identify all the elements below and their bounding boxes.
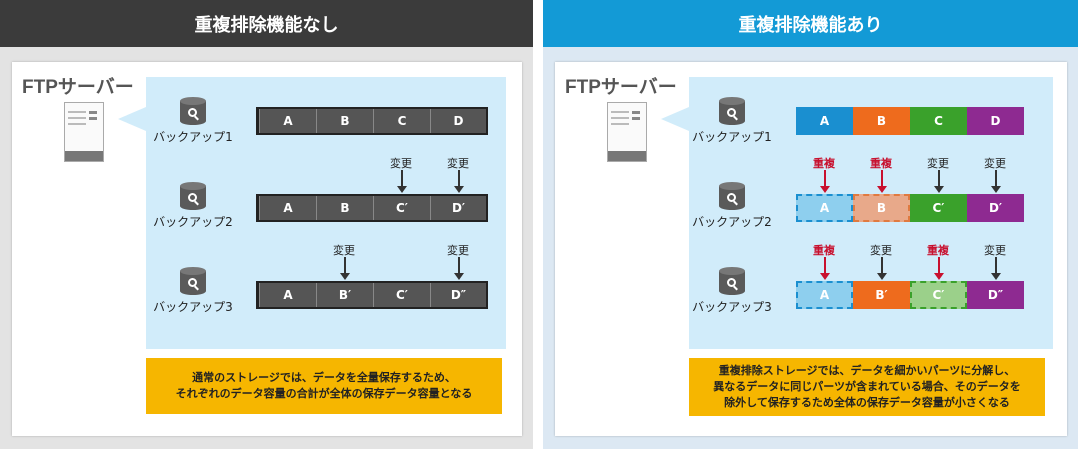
data-block-a-dedup: A (796, 281, 853, 309)
arrow-down-icon (877, 257, 887, 280)
note-line: それぞれのデータ容量の合計が全体の保存データ容量となる (175, 387, 473, 400)
data-block-b-dedup: B (853, 194, 910, 222)
backup-3: バックアップ3 (148, 267, 238, 315)
backup-3: バックアップ3 (687, 267, 777, 315)
ftp-server-label: FTPサーバー (22, 77, 134, 98)
data-block: C (373, 109, 430, 133)
panel-with-dedup: 重複排除機能あり FTPサーバー バックアップ1 バックアップ2 バックアップ3… (543, 0, 1078, 449)
data-block: B′ (316, 283, 373, 307)
data-block: B (316, 109, 373, 133)
diagram-card: FTPサーバー バックアップ1 バックアップ2 バックアップ3 A (12, 62, 522, 436)
note-line: 通常のストレージでは、データを全量保存するため、 (192, 371, 456, 384)
duplicate-label: 重複 (870, 157, 892, 170)
arrow-down-icon (820, 257, 830, 280)
data-block-a: A (796, 107, 853, 135)
note-line: 除外して保存するため全体の保存データ容量が小さくなる (724, 396, 1010, 409)
backup-label: バックアップ3 (153, 300, 233, 314)
duplicate-label: 重複 (927, 244, 949, 257)
arrow-down-icon (454, 257, 464, 280)
change-label: 変更 (984, 244, 1006, 257)
arrow-down-icon (934, 170, 944, 193)
data-block: D″ (430, 283, 486, 307)
backup-area: バックアップ1 バックアップ2 バックアップ3 A B C D 重複 重複 変更… (661, 77, 1053, 349)
arrow-down-icon (454, 170, 464, 193)
data-block: D (430, 109, 486, 133)
duplicate-label: 重複 (813, 244, 835, 257)
data-block: A (259, 196, 316, 220)
change-label: 変更 (333, 244, 355, 257)
backup-label: バックアップ3 (692, 300, 772, 314)
database-icon (719, 267, 745, 295)
change-label: 変更 (870, 244, 892, 257)
data-block-d-changed: D″ (967, 281, 1024, 309)
data-block-c: C (910, 107, 967, 135)
data-block-a-dedup: A (796, 194, 853, 222)
change-label: 変更 (447, 244, 469, 257)
data-block: B (316, 196, 373, 220)
explanation-note: 通常のストレージでは、データを全量保存するため、 それぞれのデータ容量の合計が全… (146, 358, 502, 414)
change-label: 変更 (984, 157, 1006, 170)
note-line: 異なるデータに同じパーツが含まれている場合、そのデータを (713, 380, 1021, 393)
data-block: D′ (430, 196, 486, 220)
arrow-down-icon (340, 257, 350, 280)
arrow-down-icon (934, 257, 944, 280)
panel-without-dedup: 重複排除機能なし FTPサーバー バックアップ1 バックアップ2 バックアップ3 (0, 0, 533, 449)
database-icon (180, 267, 206, 295)
backup-label: バックアップ2 (692, 215, 772, 229)
diagram-card: FTPサーバー バックアップ1 バックアップ2 バックアップ3 A B C (555, 62, 1067, 436)
data-block-b: B (853, 107, 910, 135)
change-label: 変更 (447, 157, 469, 170)
panel-title: 重複排除機能なし (0, 0, 533, 47)
data-block-d-changed: D′ (967, 194, 1024, 222)
explanation-note: 重複排除ストレージでは、データを細かいパーツに分解し、 異なるデータに同じパーツ… (689, 358, 1045, 416)
backup-1: バックアップ1 (687, 97, 777, 145)
data-block: C′ (373, 283, 430, 307)
arrow-down-icon (820, 170, 830, 193)
data-block: A (259, 109, 316, 133)
data-block-b-changed: B′ (853, 281, 910, 309)
database-icon (719, 182, 745, 210)
data-block: A (259, 283, 316, 307)
data-block-c-dedup: C′ (910, 281, 967, 309)
server-icon (64, 102, 104, 162)
panel-title: 重複排除機能あり (543, 0, 1078, 47)
data-block: C′ (373, 196, 430, 220)
backup-label: バックアップ1 (153, 130, 233, 144)
change-label: 変更 (927, 157, 949, 170)
backup-1: バックアップ1 (148, 97, 238, 145)
arrow-down-icon (991, 170, 1001, 193)
arrow-down-icon (991, 257, 1001, 280)
data-block-d: D (967, 107, 1024, 135)
backup-area: バックアップ1 バックアップ2 バックアップ3 A B C D 変更 変更 A (118, 77, 506, 349)
duplicate-label: 重複 (813, 157, 835, 170)
backup-2: バックアップ2 (687, 182, 777, 230)
note-line: 重複排除ストレージでは、データを細かいパーツに分解し、 (718, 364, 1016, 377)
database-icon (180, 97, 206, 125)
backup-label: バックアップ1 (692, 130, 772, 144)
data-block-c-changed: C′ (910, 194, 967, 222)
database-icon (719, 97, 745, 125)
arrow-down-icon (397, 170, 407, 193)
ftp-server-label: FTPサーバー (565, 77, 677, 98)
arrow-down-icon (877, 170, 887, 193)
backup-label: バックアップ2 (153, 215, 233, 229)
backup-2: バックアップ2 (148, 182, 238, 230)
change-label: 変更 (390, 157, 412, 170)
database-icon (180, 182, 206, 210)
server-icon (607, 102, 647, 162)
